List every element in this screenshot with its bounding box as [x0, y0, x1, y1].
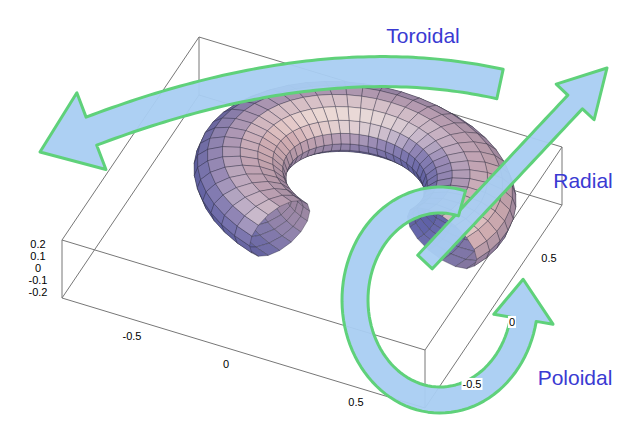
torus-facet: [349, 120, 360, 134]
direction-label: Toroidal: [386, 24, 460, 47]
tick-label: -0.2: [28, 286, 49, 298]
tick-label: 0: [508, 316, 516, 328]
torus-facet: [340, 133, 350, 144]
tick-label: -0.1: [28, 274, 49, 286]
tick-label: 0.2: [29, 238, 46, 250]
torus-facet: [331, 133, 341, 144]
tick-label: 0: [34, 262, 42, 274]
tick-label: 0: [222, 358, 230, 370]
torus-facet: [340, 144, 350, 151]
toroidal-arrow: [40, 57, 503, 170]
tick-label: 0.1: [29, 250, 46, 262]
torus-facet: [347, 95, 362, 108]
torus-facet: [350, 134, 359, 145]
torus-facet: [350, 144, 359, 151]
torus-facet: [223, 147, 241, 157]
direction-label: Radial: [553, 169, 613, 192]
tick-label: 0.5: [540, 252, 557, 264]
tick-label: -0.5: [122, 330, 143, 342]
tick-label: 0.5: [347, 396, 364, 408]
torus-facet: [452, 170, 470, 179]
direction-label: Poloidal: [538, 366, 613, 389]
torus-facet: [245, 206, 269, 225]
torus-facet: [331, 144, 341, 151]
torus-facet: [348, 107, 361, 122]
poloidal-arrow: [342, 187, 553, 413]
torus-facet: [359, 134, 369, 146]
torus-facet: [240, 156, 259, 166]
box-edge: [62, 240, 63, 298]
tick-label: -0.5: [462, 378, 483, 390]
radial-arrow: [418, 68, 607, 269]
torus-facet: [223, 137, 242, 148]
torus-facet: [450, 161, 469, 171]
direction-arrows: [40, 57, 607, 413]
